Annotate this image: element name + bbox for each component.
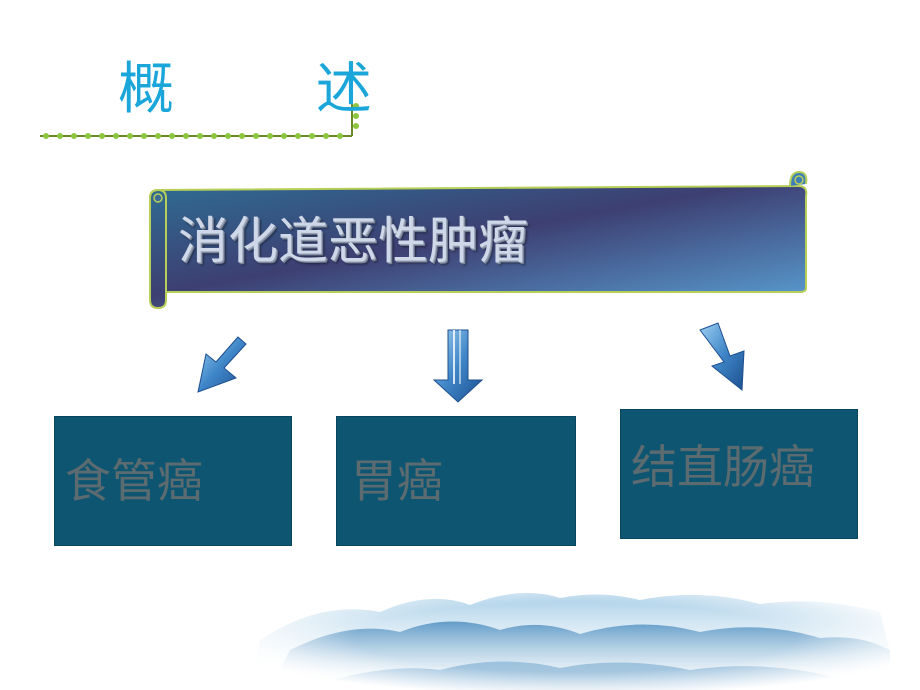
category-box-esophageal: 食管癌 bbox=[54, 416, 292, 546]
arrow-right-icon bbox=[699, 322, 745, 391]
title-ribbon bbox=[40, 100, 359, 139]
arrow-center-icon bbox=[432, 329, 484, 403]
mountain-landscape-image bbox=[240, 585, 910, 690]
banner-title: 消化道恶性肿瘤 bbox=[178, 212, 528, 270]
page-title: 概 述 bbox=[118, 57, 434, 122]
arrow-left-icon bbox=[197, 336, 247, 393]
scroll-banner-shape bbox=[149, 170, 808, 310]
category-label: 结直肠癌 bbox=[631, 440, 815, 494]
category-box-gastric: 胃癌 bbox=[336, 416, 576, 546]
category-box-colorectal: 结直肠癌 bbox=[620, 409, 858, 539]
category-label: 食管癌 bbox=[65, 454, 203, 508]
category-label: 胃癌 bbox=[351, 454, 443, 508]
